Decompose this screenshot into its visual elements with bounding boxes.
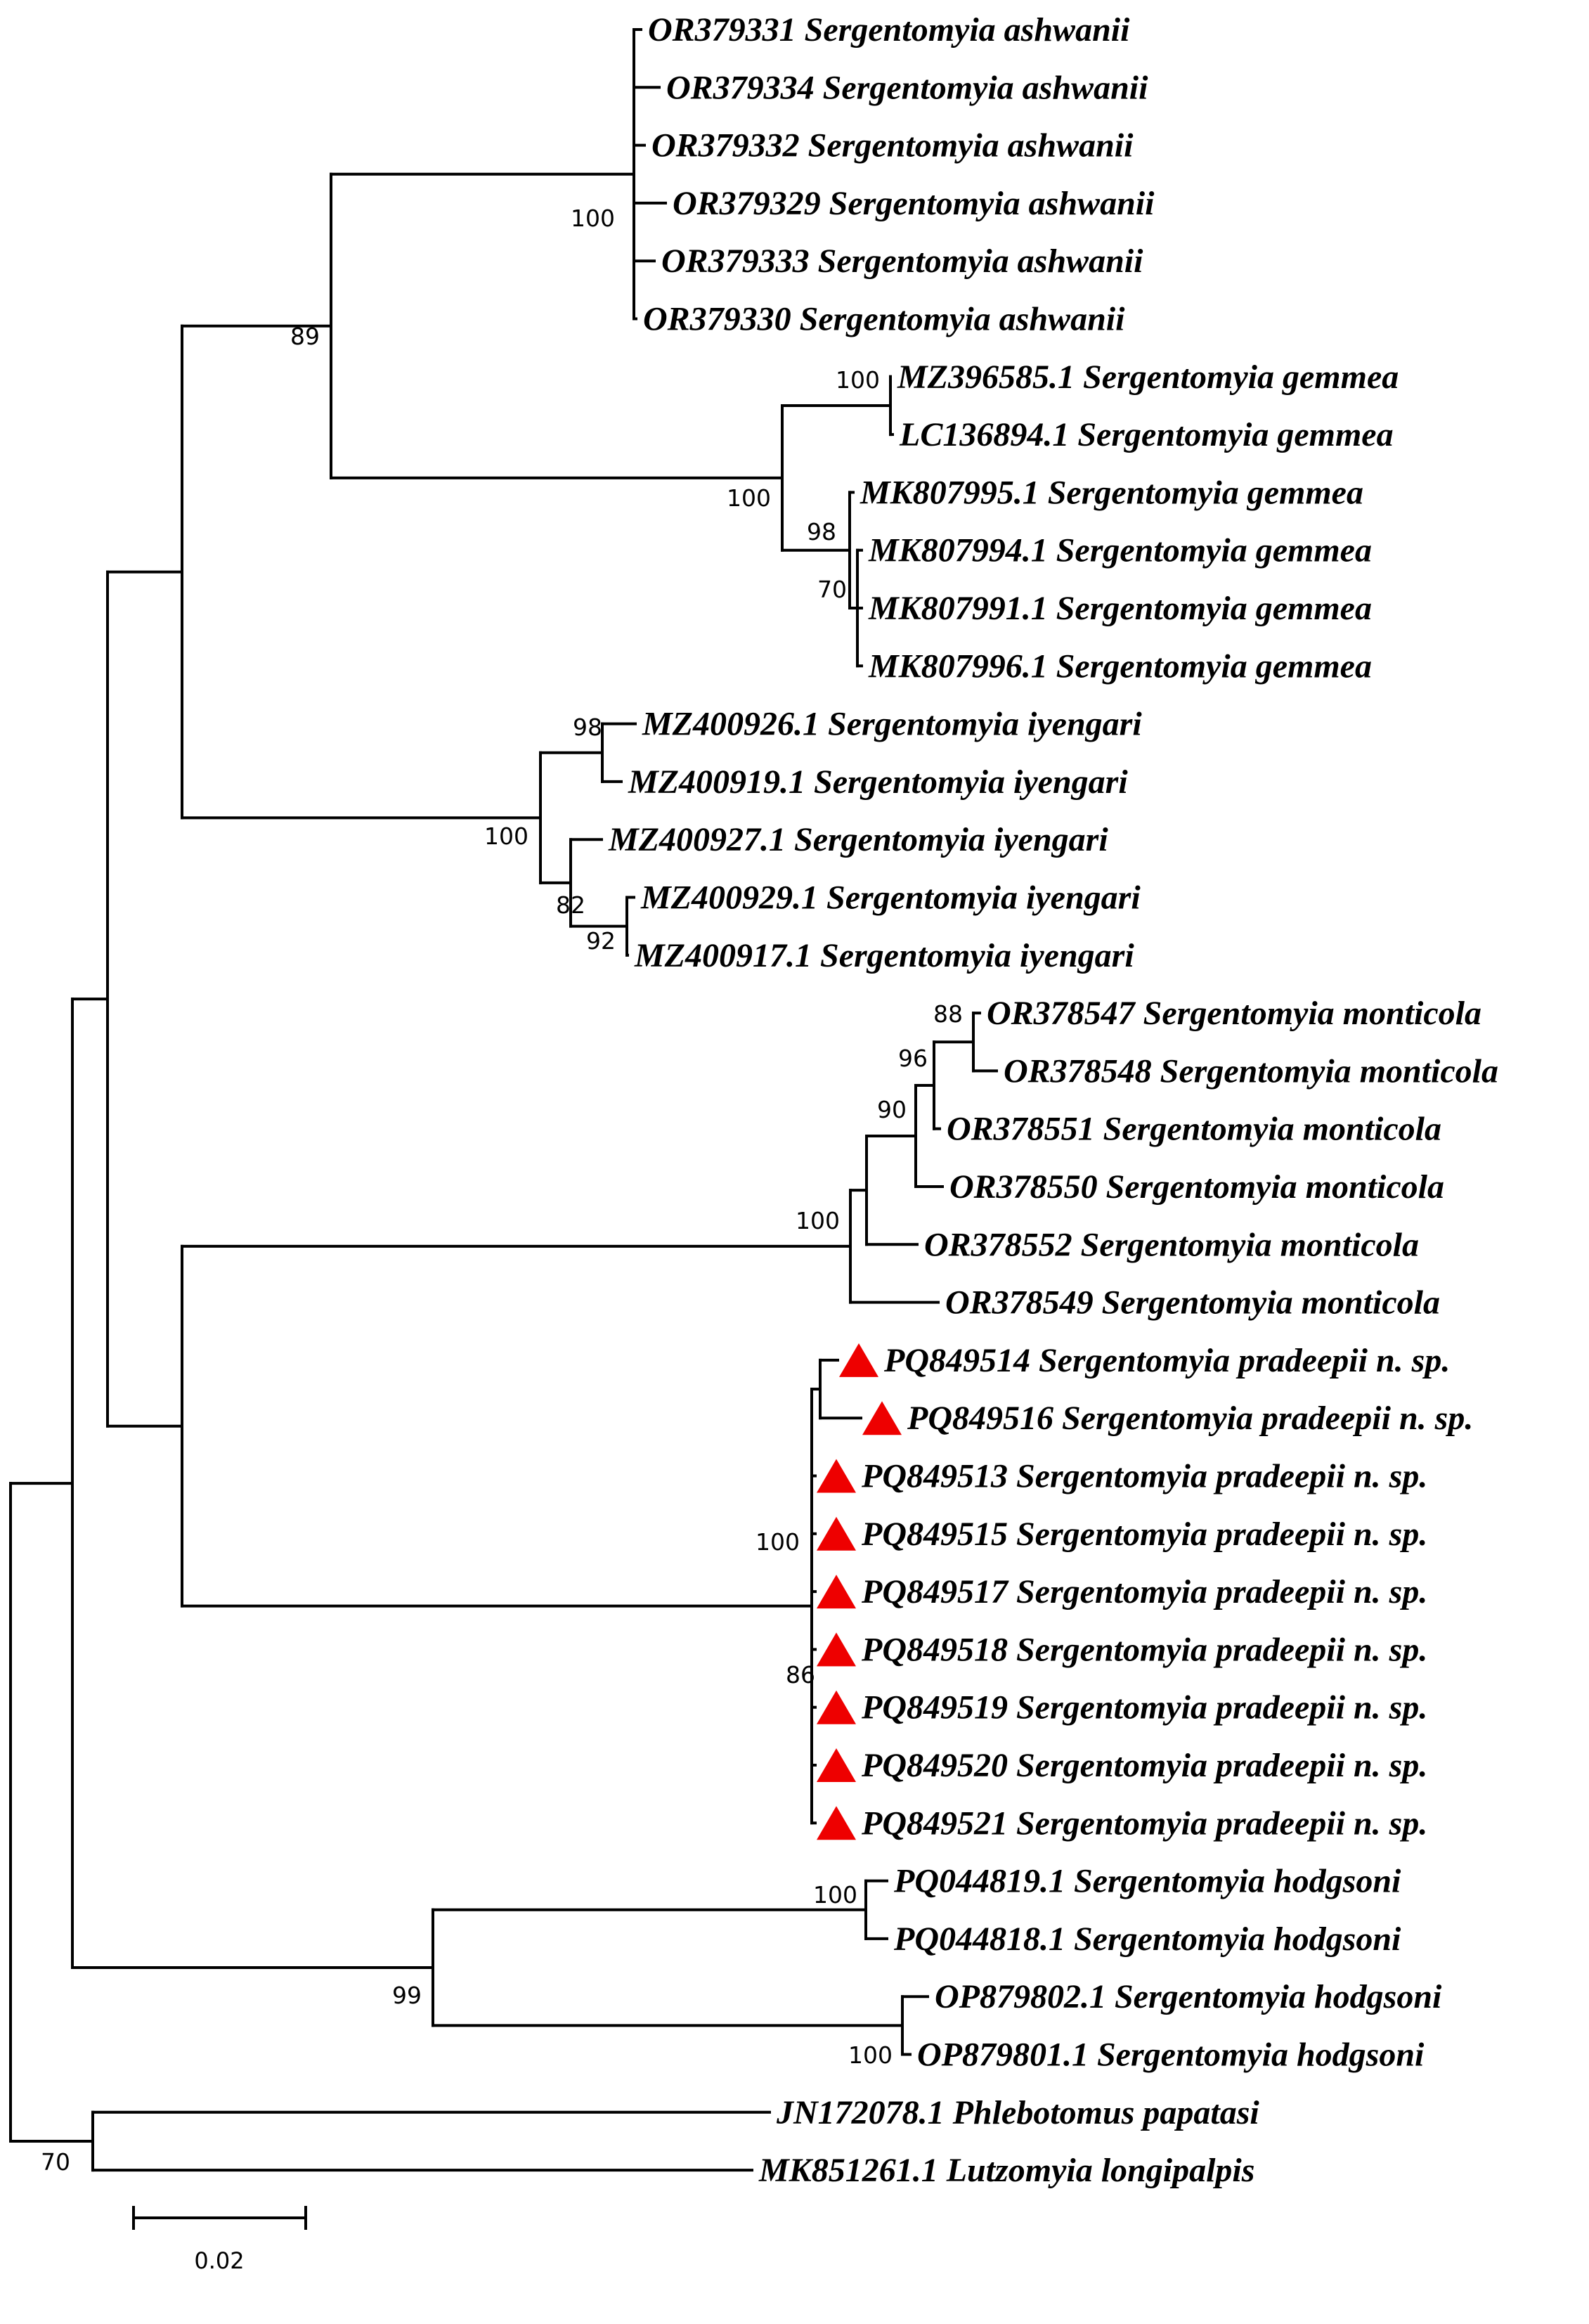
taxon-label: OR379334 Sergentomyia ashwanii [666, 69, 1148, 106]
taxon-label: PQ849521 Sergentomyia pradeepii n. sp. [861, 1805, 1427, 1842]
taxon-label: PQ849514 Sergentomyia pradeepii n. sp. [883, 1342, 1450, 1379]
taxon-label: MK807996.1 Sergentomyia gemmea [868, 647, 1372, 685]
taxon-label: OP879802.1 Sergentomyia hodgsoni [935, 1978, 1442, 2015]
bootstrap-value: 100 [796, 1207, 840, 1234]
red-triangle-icon [839, 1343, 878, 1377]
bootstrap-value: 98 [573, 714, 602, 741]
taxon-label: OR378548 Sergentomyia monticola [1004, 1052, 1498, 1090]
taxon-label: OR378551 Sergentomyia monticola [947, 1111, 1441, 1148]
taxon-label: MZ400929.1 Sergentomyia iyengari [640, 879, 1141, 917]
taxon-label: LC136894.1 Sergentomyia gemmea [899, 416, 1394, 453]
taxon-label: OP879801.1 Sergentomyia hodgsoni [917, 2036, 1425, 2074]
taxon-label: MZ400917.1 Sergentomyia iyengari [634, 937, 1134, 974]
scale-bar: 0.02 [132, 2206, 307, 2274]
bootstrap-value: 100 [755, 1528, 800, 1556]
taxon-label: OR378547 Sergentomyia monticola [987, 995, 1481, 1032]
bootstrap-value: 96 [898, 1045, 928, 1072]
bootstrap-value: 70 [41, 2148, 70, 2176]
red-triangle-icon [817, 1575, 856, 1609]
taxon-label: OR379329 Sergentomyia ashwanii [673, 185, 1155, 222]
taxon-label: MZ396585.1 Sergentomyia gemmea [897, 359, 1399, 396]
taxon-label: MZ400919.1 Sergentomyia iyengari [628, 763, 1128, 801]
bootstrap-value: 100 [727, 484, 771, 512]
bootstrap-value: 90 [877, 1096, 907, 1123]
bootstrap-value: 70 [817, 576, 847, 603]
bootstrap-value: 100 [836, 366, 880, 394]
bootstrap-value: 92 [586, 927, 616, 955]
taxon-label: OR378549 Sergentomyia monticola [945, 1284, 1440, 1322]
taxon-label: PQ849516 Sergentomyia pradeepii n. sp. [907, 1400, 1473, 1437]
bootstrap-value: 82 [556, 891, 585, 919]
taxon-label: OR379333 Sergentomyia ashwanii [661, 243, 1143, 280]
taxon-label: MK851261.1 Lutzomyia longipalpis [758, 2152, 1254, 2189]
taxon-label: PQ849517 Sergentomyia pradeepii n. sp. [861, 1573, 1427, 1610]
bootstrap-value: 98 [807, 518, 836, 546]
red-triangle-icon [817, 1632, 856, 1667]
red-triangle-icon [817, 1690, 856, 1724]
taxon-label: MZ400926.1 Sergentomyia iyengari [642, 706, 1142, 743]
bootstrap-value: 100 [484, 822, 528, 850]
bootstrap-value: 100 [571, 205, 615, 232]
red-triangle-icon [817, 1459, 856, 1493]
taxon-label: MK807995.1 Sergentomyia gemmea [860, 474, 1363, 511]
taxon-label: PQ849513 Sergentomyia pradeepii n. sp. [861, 1458, 1427, 1495]
red-triangle-icon [862, 1401, 902, 1435]
taxon-label: PQ849520 Sergentomyia pradeepii n. sp. [861, 1747, 1427, 1784]
bootstrap-value: 88 [933, 1000, 963, 1028]
taxon-label: MK807991.1 Sergentomyia gemmea [868, 590, 1372, 627]
taxon-label: JN172078.1 Phlebotomus papatasi [776, 2094, 1259, 2131]
tree-branches [9, 28, 998, 2172]
red-triangle-icon [817, 1806, 856, 1840]
taxon-label: MZ400927.1 Sergentomyia iyengari [608, 821, 1108, 858]
taxon-label: OR379330 Sergentomyia ashwanii [643, 301, 1125, 338]
red-triangle-icon [817, 1516, 856, 1551]
red-triangle-icon [817, 1748, 856, 1782]
bootstrap-value: 100 [813, 1881, 857, 1909]
taxon-label: MK807994.1 Sergentomyia gemmea [868, 532, 1372, 569]
bootstrap-value: 99 [392, 1982, 422, 2009]
taxon-label: PQ849515 Sergentomyia pradeepii n. sp. [861, 1516, 1427, 1553]
bootstrap-value: 89 [290, 323, 320, 350]
bootstrap-value: 86 [786, 1661, 815, 1689]
taxon-label: PQ849518 Sergentomyia pradeepii n. sp. [861, 1631, 1427, 1668]
taxon-label: OR379331 Sergentomyia ashwanii [648, 11, 1130, 49]
taxon-label: PQ044819.1 Sergentomyia hodgsoni [893, 1863, 1401, 1900]
scale-bar-label: 0.02 [194, 2247, 244, 2274]
taxon-label: OR379332 Sergentomyia ashwanii [651, 127, 1134, 164]
taxon-label: PQ849519 Sergentomyia pradeepii n. sp. [861, 1689, 1427, 1726]
taxon-markers [817, 1343, 902, 1840]
taxon-label: OR378552 Sergentomyia monticola [924, 1226, 1419, 1263]
taxon-label: OR378550 Sergentomyia monticola [949, 1168, 1444, 1206]
taxon-label: PQ044818.1 Sergentomyia hodgsoni [893, 1920, 1401, 1958]
bootstrap-value: 100 [848, 2041, 893, 2069]
